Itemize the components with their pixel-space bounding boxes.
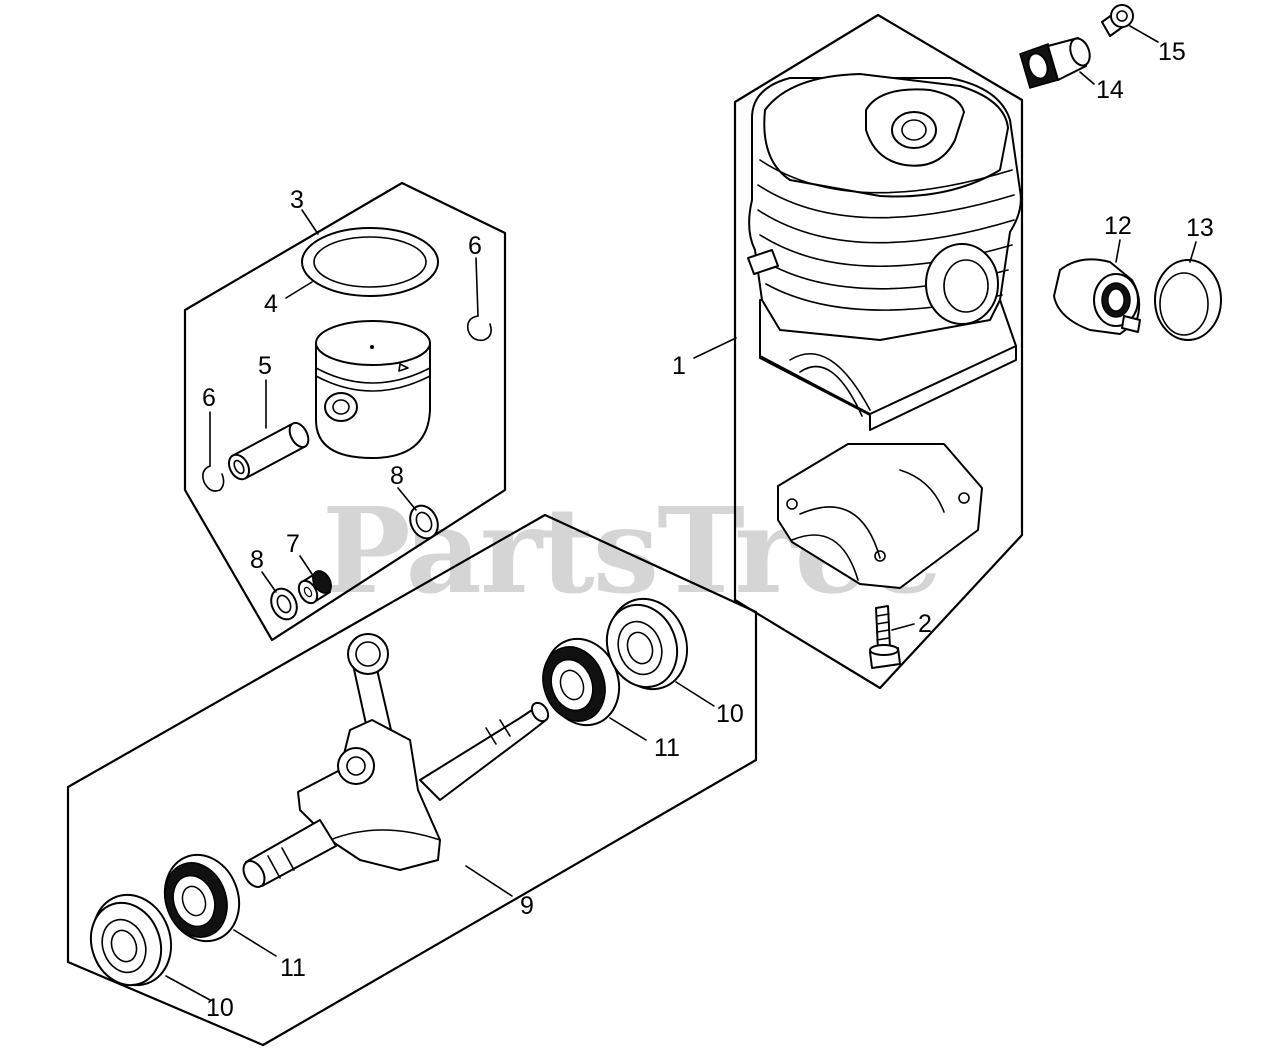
piston-kit-outline xyxy=(183,181,507,642)
callout-14: 14 xyxy=(1096,76,1124,104)
callout-3: 3 xyxy=(290,186,304,214)
circlip-right xyxy=(466,315,492,342)
callout-5: 5 xyxy=(258,352,272,380)
oil-seal-lower xyxy=(89,893,173,987)
cylinder-outline xyxy=(733,13,1024,690)
decompression-valve xyxy=(1019,37,1091,89)
callout-6-right: 6 xyxy=(468,232,482,260)
ball-bearing-lower xyxy=(163,853,241,943)
callout-12: 12 xyxy=(1104,212,1132,240)
piston xyxy=(315,320,431,459)
thrust-washer-right xyxy=(409,504,439,540)
callout-9: 9 xyxy=(520,892,534,920)
piston-kit-parts xyxy=(202,227,492,621)
callout-6-left: 6 xyxy=(202,384,216,412)
piston-ring xyxy=(301,227,439,297)
crankcase-half xyxy=(777,443,983,589)
leader-lines xyxy=(165,25,1197,1001)
ball-bearing-upper xyxy=(542,637,621,727)
piston-pin xyxy=(227,421,310,481)
intake-manifold xyxy=(1053,258,1141,335)
callout-2: 2 xyxy=(918,610,932,638)
clamp-ring xyxy=(1154,259,1222,341)
circlip-left xyxy=(202,465,225,492)
needle-bearing xyxy=(297,570,332,605)
callout-15: 15 xyxy=(1158,38,1186,66)
thrust-washer-left xyxy=(270,587,298,621)
callout-10-lower: 10 xyxy=(206,994,234,1022)
callout-4: 4 xyxy=(264,290,278,318)
callout-1: 1 xyxy=(672,352,686,380)
callout-13: 13 xyxy=(1186,214,1214,242)
callout-10-upper: 10 xyxy=(716,700,744,728)
callouts: 3 4 5 6 6 8 7 8 1 2 12 13 14 15 10 11 9 … xyxy=(202,38,1214,1022)
cylinder-parts xyxy=(747,4,1222,669)
screw xyxy=(869,605,901,669)
callout-8-right: 8 xyxy=(390,462,404,490)
screw-top xyxy=(1101,4,1134,37)
callout-11-upper: 11 xyxy=(654,734,680,762)
crankshaft-parts xyxy=(89,597,689,987)
group-outlines xyxy=(66,13,1024,1047)
cylinder xyxy=(747,73,1022,431)
crankshaft-outline xyxy=(66,513,758,1047)
oil-seal-upper xyxy=(605,597,689,691)
crankshaft xyxy=(242,633,550,888)
callout-8-left: 8 xyxy=(250,546,264,574)
callout-11-lower: 11 xyxy=(280,954,306,982)
callout-7: 7 xyxy=(286,530,300,558)
